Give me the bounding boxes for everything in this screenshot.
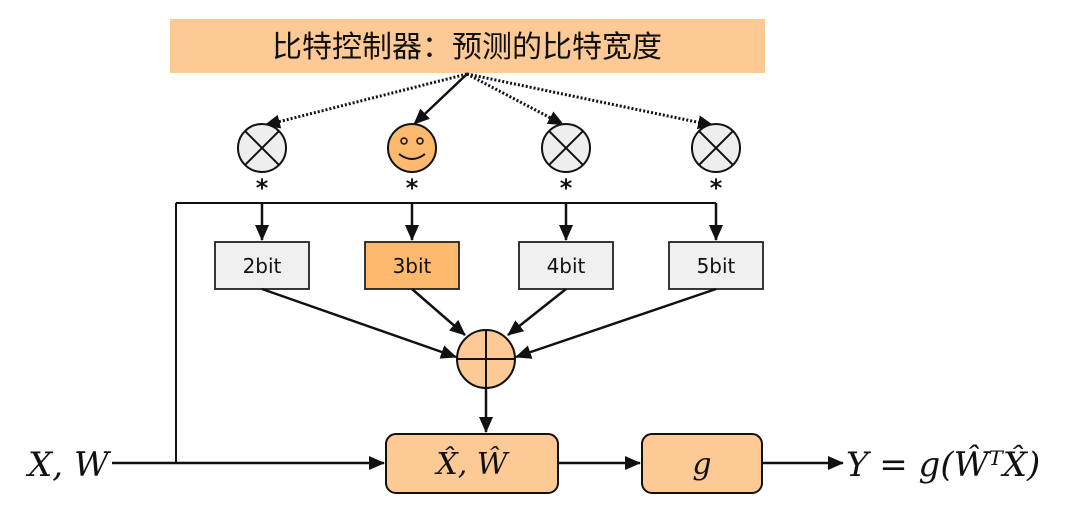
bit-box-rect <box>364 241 460 290</box>
header-title: 比特控制器：预测的比特宽度 <box>272 30 662 65</box>
bit-to-sum-arrow <box>515 287 717 359</box>
bit-box-2bit: 2bit <box>214 203 310 290</box>
selector-arrow-2 <box>413 73 468 125</box>
bit-to-sum-arrow <box>411 288 466 336</box>
sum-node <box>456 329 516 389</box>
quant-box: X̂, Ŵ <box>385 433 559 494</box>
bit-box-3bit: 3bit <box>364 203 460 290</box>
smiley-eye-right <box>416 137 424 145</box>
bit-controller-header: 比特控制器：预测的比特宽度 <box>170 19 765 73</box>
header-box <box>170 19 765 73</box>
cross-line-b <box>698 130 734 166</box>
smiley-icon <box>387 123 437 173</box>
selector-arrows <box>263 72 715 130</box>
bit-to-sum-arrow <box>261 287 457 359</box>
bus <box>175 202 716 463</box>
bit-to-sum-arrow <box>507 288 567 336</box>
sum-arrows <box>261 287 717 359</box>
bit-box-5bit: 5bit <box>668 203 764 290</box>
asterisk-label: * <box>406 174 419 202</box>
bit-boxes: 2bit 3bit 4bit 5bit <box>214 203 764 290</box>
bit-box-rect <box>518 241 614 290</box>
asterisk-label: * <box>256 174 269 202</box>
bit-box-label: 5bit <box>697 254 736 278</box>
cross-selector: * <box>237 123 287 202</box>
cross-line-b <box>548 130 584 166</box>
asterisk-label: * <box>560 174 573 202</box>
smiley-selector: * <box>387 123 437 202</box>
bit-box-4bit: 4bit <box>518 203 614 290</box>
g-box-label: g <box>692 447 711 482</box>
selector-arrow-4 <box>466 72 715 130</box>
selector-arrow-3 <box>466 72 565 126</box>
smiley-mouth <box>398 153 426 160</box>
quant-box-label: X̂, Ŵ <box>434 446 509 482</box>
bit-box-label: 4bit <box>547 254 586 278</box>
output-label: Y = g(ŴᵀX̂) <box>846 444 1040 485</box>
bit-box-label: 2bit <box>243 254 282 278</box>
asterisk-label: * <box>710 174 723 202</box>
input-label: X, W <box>25 445 112 485</box>
selectors: * * * * <box>237 123 741 202</box>
g-box: g <box>641 433 763 494</box>
cross-selector: * <box>691 123 741 202</box>
selector-arrow-1 <box>263 72 468 129</box>
cross-selector: * <box>541 123 591 202</box>
cross-line-b <box>244 130 280 166</box>
bit-box-label: 3bit <box>393 254 432 278</box>
smiley-eye-left <box>400 137 408 145</box>
